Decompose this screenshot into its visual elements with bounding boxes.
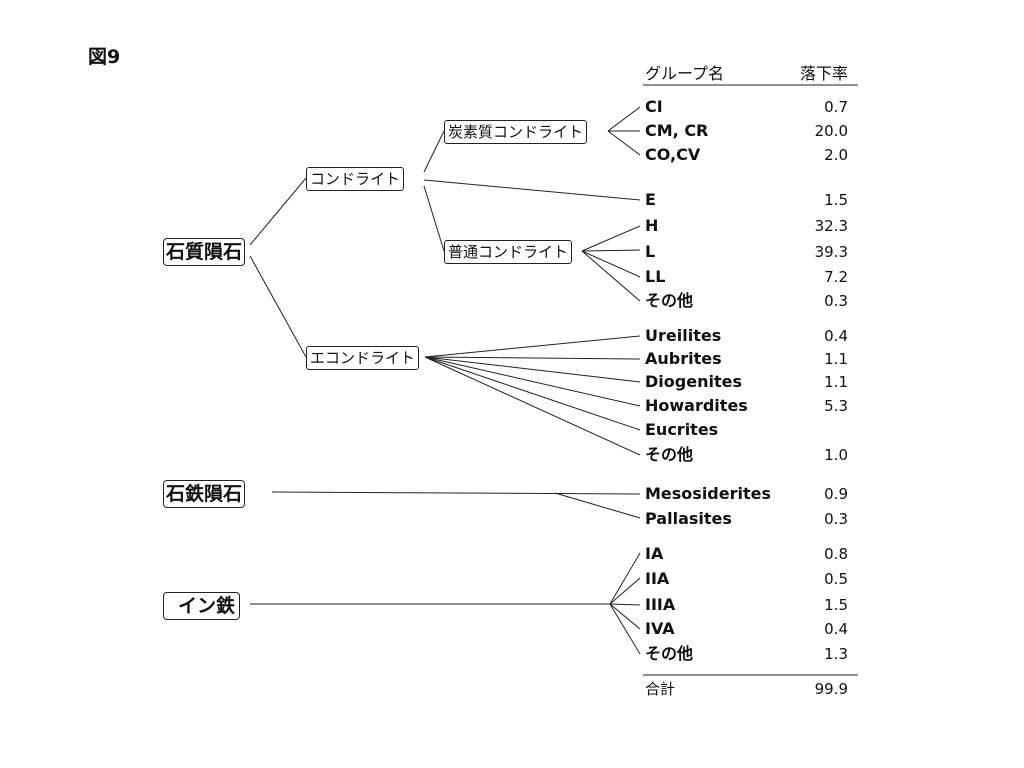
group-rate: 0.7 [824,98,848,116]
node-stony-meteorite: 石質隕石 [163,238,246,266]
group-rate: 1.3 [824,645,848,663]
group-rate: 0.4 [824,327,848,345]
link-chondrite-ordinary [423,185,445,252]
group-rate: 1.1 [824,373,848,391]
group-name: E [645,190,656,209]
group-rate: 0.5 [824,570,848,588]
group-name: CM, CR [645,121,709,140]
group-name: Ureilites [645,326,722,345]
group-rate: 1.1 [824,350,848,368]
group-name: CO,CV [645,145,701,164]
column-header-rate: 落下率 [799,64,848,83]
group-name: LL [645,267,666,286]
group-name: Howardites [645,396,748,415]
group-name: その他 [645,445,694,464]
group-rate: 0.4 [824,620,848,638]
link-chondrite-e [423,179,641,201]
group-rate: 0.3 [824,510,848,528]
group-name: その他 [645,291,694,310]
link-stony-achondrite [249,255,307,358]
group-rate: 1.5 [824,191,848,209]
group-name: Eucrites [645,420,719,439]
group-name: H [645,216,659,235]
group-name: Diogenites [645,372,742,391]
group-name: Aubrites [645,349,722,368]
group-rate: 7.2 [824,268,848,286]
group-rate: 0.8 [824,545,848,563]
group-rate: 1.5 [824,596,848,614]
link-chondrite-carbonaceous [423,130,445,173]
node-carbonaceous-chondrite: 炭素質コンドライト [444,120,588,144]
column-header-group: グループ名 [645,64,725,83]
group-rate: 0.3 [824,292,848,310]
group-rate: 5.3 [824,397,848,415]
group-name: IIA [645,569,670,588]
group-name: その他 [645,644,694,663]
group-rate: 32.3 [814,217,848,235]
group-name: Mesosiderites [645,484,771,503]
group-rate: 1.0 [824,446,848,464]
node-ordinary-chondrite: 普通コンドライト [444,240,573,264]
group-rate: 0.9 [824,485,848,503]
total-label: 合計 [645,680,676,698]
group-name: Pallasites [645,509,732,528]
node-chondrite: コンドライト [306,167,405,191]
node-iron-meteorite: イン鉄 [163,592,241,620]
group-rate: 39.3 [814,243,848,261]
node-achondrite: エコンドライト [306,346,420,370]
group-name: L [645,242,656,261]
group-rate: 2.0 [824,146,848,164]
group-name: CI [645,97,663,116]
total-value: 99.9 [814,680,848,698]
group-name: IVA [645,619,675,638]
figure-label: 図9 [88,46,121,68]
link-stony-chondrite [249,177,307,246]
group-name: IA [645,544,664,563]
group-rate: 20.0 [814,122,848,140]
node-stony-iron-meteorite: 石鉄隕石 [163,480,246,508]
group-name: IIIA [645,595,676,614]
